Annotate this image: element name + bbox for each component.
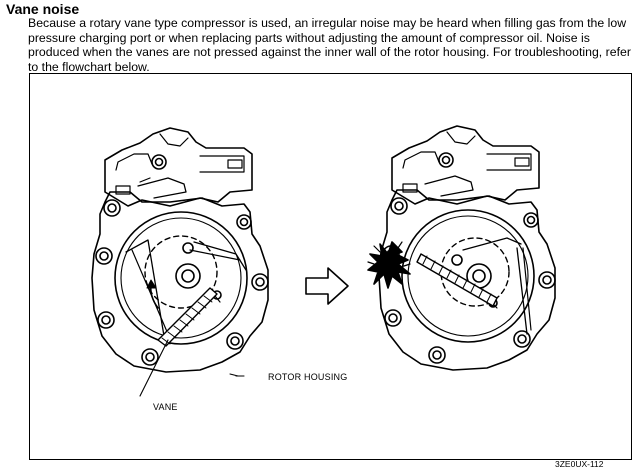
label-vane: VANE [153,402,178,412]
compressor-diagram [91,125,556,397]
compressor-normal [91,127,269,397]
transition-arrow [305,267,349,305]
section-body: Because a rotary vane type compressor is… [28,16,631,74]
section-title: Vane noise [6,1,80,17]
figure-code: 3ZE0UX-112 [555,459,604,469]
noise-burst-icon [367,241,411,289]
compressor-noise [378,125,556,371]
compressor-figure: ROTOR HOUSING VANE [29,73,632,460]
label-rotor-housing: ROTOR HOUSING [268,372,348,382]
